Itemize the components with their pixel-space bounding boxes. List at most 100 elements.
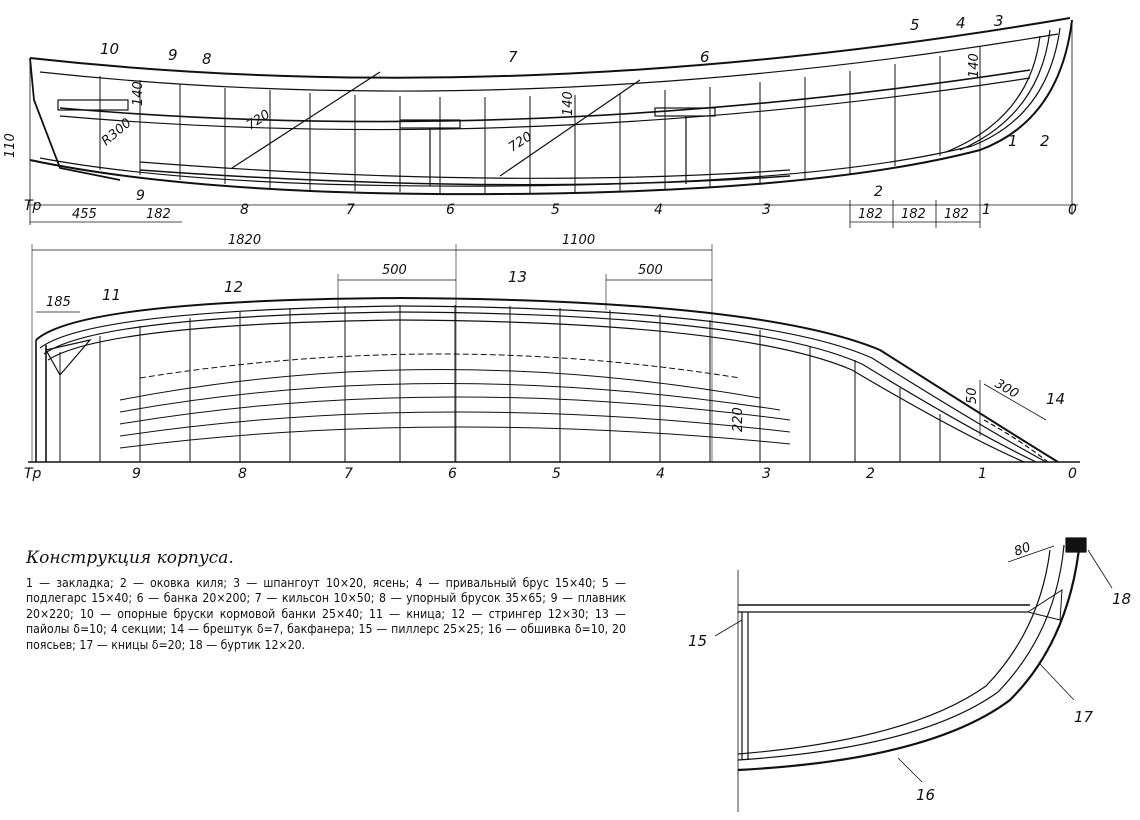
profile-station-8: 8	[240, 202, 249, 218]
plan-sheer-4	[47, 319, 1025, 463]
plan-dim-300: 300	[992, 376, 1021, 401]
section-callout-16: 16	[916, 786, 935, 804]
plan-dim-50: 50	[965, 387, 980, 404]
stem-inner	[959, 29, 1051, 151]
profile-callout-8: 8	[202, 50, 212, 68]
sheer-line	[29, 17, 1071, 79]
leader-18	[1087, 549, 1113, 589]
stem-inner-2	[945, 35, 1041, 153]
plan-frames	[59, 305, 941, 462]
plan-callout-12: 12	[224, 278, 243, 296]
section-callout-18: 18	[1112, 590, 1131, 608]
plan-station-0: 0	[1068, 466, 1077, 482]
profile-station-Tr: Тр	[24, 198, 42, 214]
diag-720-b	[499, 79, 641, 177]
profile-station-5: 5	[551, 202, 560, 218]
transom-chocks	[57, 99, 129, 111]
caption-title: Конструкция корпуса.	[26, 548, 234, 568]
plan-station-2: 2	[866, 466, 875, 482]
plan-station-9: 9	[132, 466, 141, 482]
profile-station-9: 9	[136, 188, 145, 204]
profile-callout-3: 3	[994, 12, 1004, 30]
transom	[29, 57, 121, 181]
profile-callout-4: 4	[956, 14, 966, 32]
profile-station-2: 2	[874, 184, 883, 200]
section-hull-outer	[737, 539, 1082, 772]
profile-station-7: 7	[346, 202, 355, 218]
plan-dim-220: 220	[731, 407, 746, 432]
plan-dim-500-b: 500	[638, 263, 663, 278]
diag-720-a	[231, 71, 381, 169]
section-callout-15: 15	[688, 632, 707, 650]
profile-dim-720-b: 720	[506, 129, 535, 155]
profile-frames	[99, 47, 981, 193]
plan-sheer-3	[43, 311, 1037, 463]
clamp-line-5	[59, 69, 1031, 123]
plan-station-4: 4	[656, 466, 665, 482]
profile-dim-110: 110	[3, 133, 18, 158]
plan-sheer-outer	[35, 296, 1059, 463]
profile-callout-1: 1	[1008, 132, 1018, 150]
leader-17	[1039, 663, 1075, 701]
profile-station-4: 4	[654, 202, 663, 218]
section-dim-80: 80	[1012, 540, 1033, 560]
profile-view	[28, 17, 1078, 228]
caption-block: Конструкция корпуса. 1 — закладка; 2 — о…	[26, 548, 626, 653]
plan-view	[28, 244, 1080, 463]
profile-dim-140-b: 140	[561, 91, 576, 116]
plan-callout-14: 14	[1046, 390, 1065, 408]
profile-station-6: 6	[446, 202, 455, 218]
plan-station-5: 5	[552, 466, 561, 482]
profile-station-1: 1	[982, 202, 991, 218]
section-callout-17: 17	[1074, 708, 1094, 726]
profile-callout-10: 10	[100, 40, 119, 58]
plan-transom	[35, 340, 47, 462]
keelson-2	[139, 161, 791, 179]
profile-dim-140-a: 140	[131, 81, 146, 106]
breasthook	[983, 419, 1049, 463]
thwart-6b	[654, 107, 716, 117]
section-knee	[1026, 589, 1063, 621]
profile-callout-6: 6	[700, 48, 710, 66]
plan-dim-1820: 1820	[228, 233, 261, 248]
gunwale-line	[39, 33, 1059, 92]
section-rubrail	[1065, 537, 1087, 553]
profile-dim-182-a: 182	[146, 207, 171, 222]
leader-16	[897, 757, 923, 783]
leader-15	[714, 619, 743, 637]
plan-station-6: 6	[448, 466, 457, 482]
profile-dim-720-a: 720	[244, 107, 273, 133]
plan-callout-11: 11	[102, 286, 121, 304]
profile-dim-182-b: 182	[858, 207, 883, 222]
dim-80	[1007, 545, 1055, 563]
section-view	[714, 537, 1113, 812]
profile-callout-7: 7	[508, 48, 518, 66]
breasthook-300	[983, 383, 1047, 421]
profile-callout-5: 5	[910, 16, 920, 34]
plan-dim-500-a: 500	[382, 263, 407, 278]
clamp-line-5b	[59, 77, 1031, 131]
plan-knee	[45, 339, 92, 377]
profile-callout-2: 2	[1040, 132, 1050, 150]
keel-line-inner	[39, 27, 1061, 187]
keel-line	[29, 19, 1073, 196]
profile-dim-140-c: 140	[967, 53, 982, 78]
profile-dim-455: 455	[72, 207, 97, 222]
profile-station-0: 0	[1068, 202, 1077, 218]
plan-dim-1100: 1100	[562, 233, 595, 248]
profile-dim-182-c: 182	[901, 207, 926, 222]
plan-station-7: 7	[344, 466, 353, 482]
plan-dim-185: 185	[46, 295, 71, 310]
plan-station-3: 3	[762, 466, 771, 482]
section-frame	[737, 549, 1051, 755]
plan-station-1: 1	[978, 466, 987, 482]
keelson	[139, 169, 791, 186]
profile-dim-182-d: 182	[944, 207, 969, 222]
section-hull-inner	[737, 544, 1065, 761]
plan-station-8: 8	[238, 466, 247, 482]
plan-sheer-2	[39, 305, 1047, 463]
plan-station-Tr: Тр	[24, 466, 42, 482]
plan-callout-13: 13	[508, 268, 527, 286]
profile-callout-9: 9	[168, 46, 178, 64]
